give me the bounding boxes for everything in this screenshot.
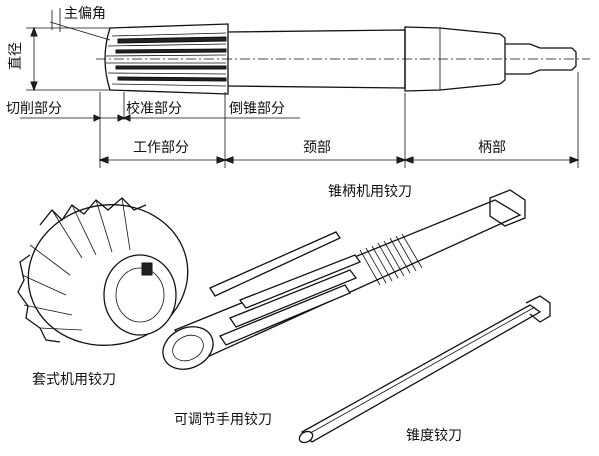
label-back-taper-part: 倒锥部分 <box>229 101 285 117</box>
adjustable-reamer-drawing <box>162 189 526 370</box>
adjustable-reamer-thread <box>359 233 423 286</box>
caption-taper-reamer: 锥度铰刀 <box>406 428 462 444</box>
label-diameter: 直径 <box>7 42 24 70</box>
label-working-part: 工作部分 <box>133 140 189 156</box>
label-cutting-part: 切削部分 <box>6 101 62 117</box>
label-calibrating-part: 校准部分 <box>126 100 182 117</box>
taper-shank-reamer-drawing <box>20 8 590 168</box>
caption-shell-reamer: 套式机用铰刀 <box>32 372 116 388</box>
taper-reamer-drawing <box>298 295 551 444</box>
reamer-flutes <box>105 32 227 87</box>
shell-reamer-flutes <box>21 197 131 331</box>
shell-reamer-drawing <box>17 197 189 346</box>
caption-adjustable-reamer: 可调节手用铰刀 <box>174 412 272 428</box>
caption-taper-shank-reamer: 锥柄机用铰刀 <box>328 184 412 200</box>
label-lead-angle: 主偏角 <box>64 6 106 22</box>
label-shank: 柄部 <box>478 140 506 156</box>
label-neck: 颈部 <box>303 140 331 156</box>
